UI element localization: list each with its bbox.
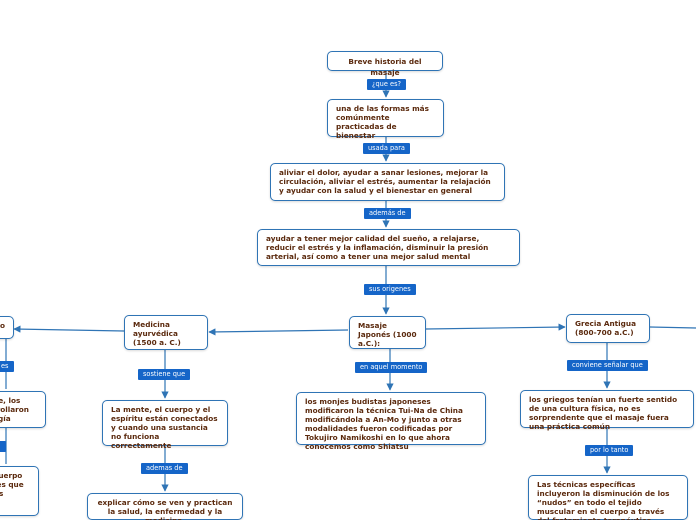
label-que-es[interactable]: ¿que es? (367, 79, 407, 90)
node-partial-left-mid[interactable]: de, los rrollaron ogía (0, 391, 46, 428)
edge-japones-ayurvedica (208, 328, 349, 336)
node-aliviar-el-dolor-text: aliviar el dolor, ayudar a sanar lesione… (279, 168, 491, 195)
label-partial-blank[interactable] (0, 441, 6, 452)
label-por-lo-tanto[interactable]: por lo tanto (585, 445, 634, 456)
label-sostiene-que[interactable]: sostiene que (138, 369, 191, 380)
node-partial-left-bottom[interactable]: cuerpo ies que os (0, 466, 39, 516)
node-los-griegos[interactable]: los griegos tenían un fuerte sentido de … (520, 390, 694, 431)
label-usada-para[interactable]: usada para (363, 143, 410, 154)
node-breve-historia-text: Breve historia del masaje (348, 57, 422, 77)
node-partial-left-top-text: o (0, 321, 5, 330)
label-ademas-de-2[interactable]: ademas de (141, 463, 188, 474)
node-una-de-las-formas[interactable]: una de las formas más comúnmente practic… (327, 99, 444, 140)
node-explicar[interactable]: explicar cómo se ven y practican la salu… (87, 493, 243, 520)
label-ademas-de-1[interactable]: además de (364, 208, 411, 219)
node-partial-left-mid-text: de, los rrollaron ogía (0, 396, 29, 423)
node-partial-left-top[interactable]: o (0, 316, 14, 339)
label-partial-es[interactable]: es (0, 361, 14, 372)
edge-japones-grecia (425, 323, 566, 331)
edge-ayurvedica-left (13, 325, 125, 333)
node-ayudar-a-tener[interactable]: ayudar a tener mejor calidad del sueño, … (257, 229, 520, 266)
label-sus-origenes[interactable]: sus origenes (364, 284, 416, 295)
node-partial-left-bottom-text: cuerpo ies que os (0, 471, 24, 498)
label-conviene-senalar[interactable]: conviene señalar que (567, 360, 648, 371)
node-las-tecnicas[interactable]: Las técnicas específicas incluyeron la d… (528, 475, 688, 520)
node-monjes-budistas-text: los monjes budistas japoneses modificaro… (305, 397, 463, 451)
label-en-aquel-momento[interactable]: en aquel momento (355, 362, 428, 373)
node-grecia-antigua-text: Grecia Antigua (800-700 a.C.) (575, 319, 637, 337)
node-los-griegos-text: los griegos tenían un fuerte sentido de … (529, 395, 678, 431)
node-monjes-budistas[interactable]: los monjes budistas japoneses modificaro… (296, 392, 486, 451)
node-medicina-ayurvedica[interactable]: Medicina ayurvédica (1500 a. C.) (124, 315, 208, 350)
node-breve-historia[interactable]: Breve historia del masaje (327, 51, 443, 77)
node-aliviar-el-dolor[interactable]: aliviar el dolor, ayudar a sanar lesione… (270, 163, 505, 201)
node-una-de-las-formas-text: una de las formas más comúnmente practic… (336, 104, 429, 140)
node-grecia-antigua[interactable]: Grecia Antigua (800-700 a.C.) (566, 314, 650, 343)
edge-grecia-right (649, 326, 696, 329)
node-ayudar-a-tener-text: ayudar a tener mejor calidad del sueño, … (266, 234, 489, 261)
node-medicina-ayurvedica-text: Medicina ayurvédica (1500 a. C.) (133, 320, 181, 347)
node-la-mente[interactable]: La mente, el cuerpo y el espíritu están … (102, 400, 228, 450)
node-la-mente-text: La mente, el cuerpo y el espíritu están … (111, 405, 218, 450)
node-masaje-japones-text: Masaje Japonés (1000 a.C.): (358, 321, 417, 348)
node-explicar-text: explicar cómo se ven y practican la salu… (97, 498, 233, 520)
node-masaje-japones[interactable]: Masaje Japonés (1000 a.C.): (349, 316, 426, 349)
node-las-tecnicas-text: Las técnicas específicas incluyeron la d… (537, 480, 670, 520)
